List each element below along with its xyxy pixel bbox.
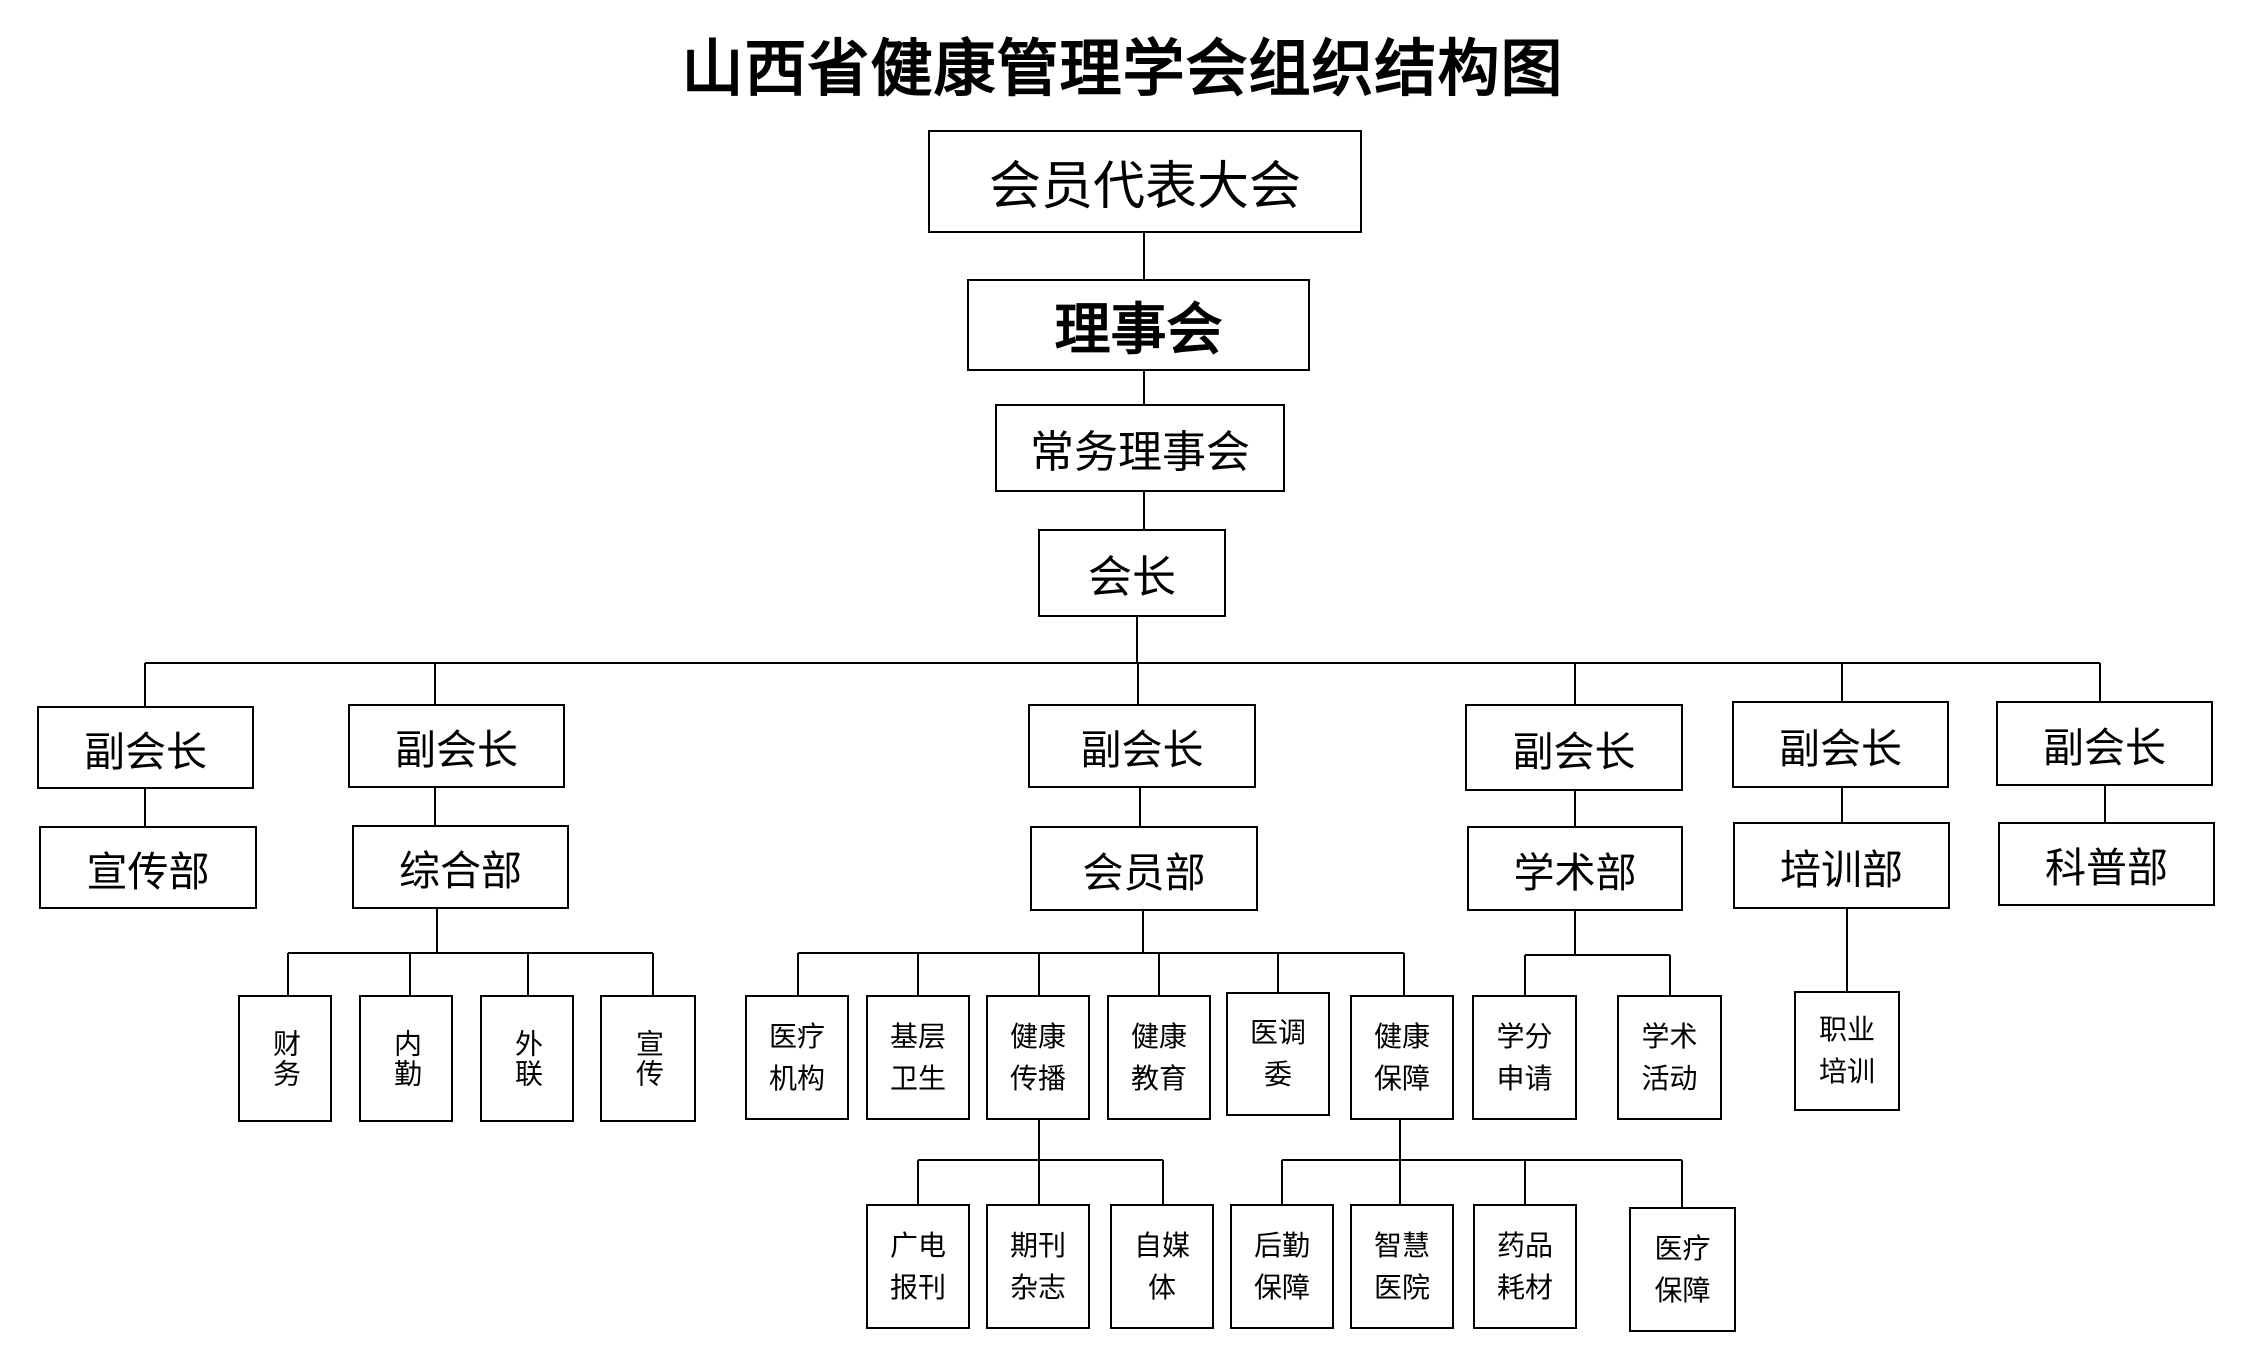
general-dept-box: 综合部 [352, 825, 569, 909]
external-relations-unit-box: 外联 [480, 995, 574, 1122]
journals-magazines-unit-box: 期刊 杂志 [986, 1204, 1090, 1329]
medical-security-unit-box: 医疗 保障 [1629, 1207, 1736, 1332]
publicity-unit-box: 宣传 [600, 995, 696, 1122]
drugs-consumables-unit-box: 药品 耗材 [1473, 1204, 1577, 1329]
page-title: 山西省健康管理学会组织结构图 [681, 32, 1564, 105]
council-box: 理事会 [967, 279, 1310, 371]
academic-dept-box: 学术部 [1467, 826, 1683, 911]
finance-unit-box: 财务 [238, 995, 332, 1122]
primary-health-unit-box: 基层 卫生 [866, 995, 970, 1120]
internal-affairs-unit-box: 内勤 [359, 995, 453, 1122]
president-box: 会长 [1038, 529, 1226, 617]
credit-application-unit-box: 学分 申请 [1472, 995, 1577, 1120]
mediation-committee-unit-box: 医调 委 [1226, 992, 1330, 1116]
training-dept-box: 培训部 [1733, 822, 1950, 909]
health-communication-unit-box: 健康 传播 [986, 995, 1090, 1120]
membership-dept-box: 会员部 [1030, 826, 1258, 911]
vocational-training-unit-box: 职业 培训 [1794, 991, 1900, 1111]
vice-president-box: 副会长 [1732, 701, 1949, 788]
vice-president-box: 副会长 [348, 704, 565, 788]
self-media-unit-box: 自媒 体 [1110, 1204, 1214, 1329]
vice-president-box: 副会长 [1996, 701, 2213, 786]
smart-hospital-unit-box: 智慧 医院 [1350, 1204, 1454, 1329]
broadcast-press-unit-box: 广电 报刊 [866, 1204, 970, 1329]
logistics-security-unit-box: 后勤 保障 [1230, 1204, 1334, 1329]
health-education-unit-box: 健康 教育 [1107, 995, 1211, 1120]
assembly-box: 会员代表大会 [928, 130, 1362, 233]
vice-president-box: 副会长 [1465, 704, 1683, 791]
publicity-dept-box: 宣传部 [39, 826, 257, 909]
science-popularization-dept-box: 科普部 [1998, 822, 2215, 906]
standing-council-box: 常务理事会 [995, 404, 1285, 492]
vice-president-box: 副会长 [37, 706, 254, 789]
health-security-unit-box: 健康 保障 [1350, 995, 1454, 1120]
academic-activity-unit-box: 学术 活动 [1617, 995, 1722, 1120]
medical-institution-unit-box: 医疗 机构 [745, 995, 849, 1120]
vice-president-box: 副会长 [1028, 704, 1256, 788]
